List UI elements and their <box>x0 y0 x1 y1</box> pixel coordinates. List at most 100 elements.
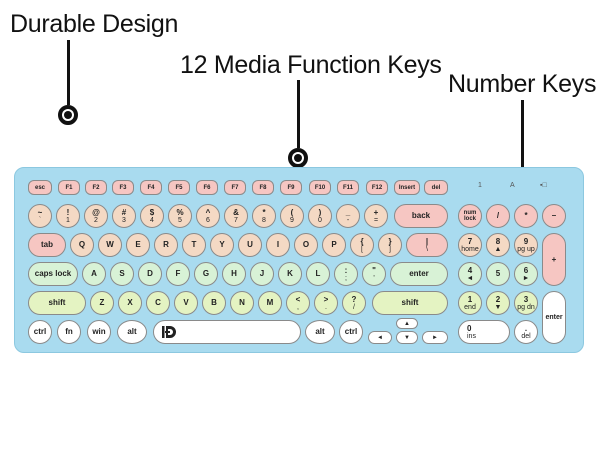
scroll-lock-indicator: ▪□ <box>540 182 547 189</box>
key-del[interactable]: del <box>424 180 448 195</box>
key-f5[interactable]: F5 <box>168 180 190 195</box>
key-e[interactable]: E <box>126 233 150 257</box>
key-1[interactable]: !1 <box>56 204 80 228</box>
key-f[interactable]: F <box>166 262 190 286</box>
key-j[interactable]: J <box>250 262 274 286</box>
key-l[interactable]: L <box>306 262 330 286</box>
key-s[interactable]: S <box>110 262 134 286</box>
key-tilde[interactable]: ~` <box>28 204 52 228</box>
key-minus[interactable]: _- <box>336 204 360 228</box>
key-o[interactable]: O <box>294 233 318 257</box>
key-z[interactable]: Z <box>90 291 114 315</box>
key-numpad-star[interactable]: * <box>514 204 538 228</box>
key-u[interactable]: U <box>238 233 262 257</box>
key-f7[interactable]: F7 <box>224 180 246 195</box>
key-fn[interactable]: fn <box>57 320 81 344</box>
key-caps-lock[interactable]: caps lock <box>28 262 78 286</box>
key-p[interactable]: P <box>322 233 346 257</box>
key-n[interactable]: N <box>230 291 254 315</box>
key-numpad-dot[interactable]: .del <box>514 320 538 344</box>
key-semicolon[interactable]: :; <box>334 262 358 286</box>
key-left-ctrl[interactable]: ctrl <box>28 320 52 344</box>
key-f3[interactable]: F3 <box>112 180 134 195</box>
key-period[interactable]: >. <box>314 291 338 315</box>
key-numpad-slash[interactable]: / <box>486 204 510 228</box>
key-numpad-6[interactable]: 6► <box>514 262 538 286</box>
key-d[interactable]: D <box>138 262 162 286</box>
key-arrow-left[interactable]: ◄ <box>368 331 392 344</box>
key-slash[interactable]: ?/ <box>342 291 366 315</box>
key-enter[interactable]: enter <box>390 262 448 286</box>
key-h[interactable]: H <box>222 262 246 286</box>
key-0[interactable]: )0 <box>308 204 332 228</box>
key-4[interactable]: $4 <box>140 204 164 228</box>
key-tab[interactable]: tab <box>28 233 66 257</box>
key-comma[interactable]: <, <box>286 291 310 315</box>
key-numpad-2[interactable]: 2▼ <box>486 291 510 315</box>
key-backslash[interactable]: |\ <box>406 233 448 257</box>
key-f2[interactable]: F2 <box>85 180 107 195</box>
key-f10[interactable]: F10 <box>309 180 331 195</box>
key-arrow-up[interactable]: ▲ <box>396 318 418 329</box>
key-f12[interactable]: F12 <box>366 180 388 195</box>
key-quote[interactable]: "' <box>362 262 386 286</box>
key-backspace[interactable]: back <box>394 204 448 228</box>
key-right-ctrl[interactable]: ctrl <box>339 320 363 344</box>
key-numpad-8[interactable]: 8▲ <box>486 233 510 257</box>
key-right-shift[interactable]: shift <box>372 291 448 315</box>
key-x[interactable]: X <box>118 291 142 315</box>
key-v[interactable]: V <box>174 291 198 315</box>
key-8[interactable]: *8 <box>252 204 276 228</box>
key-insert[interactable]: Insert <box>394 180 420 195</box>
key-left-bracket[interactable]: {[ <box>350 233 374 257</box>
key-space[interactable] <box>153 320 301 344</box>
key-f4[interactable]: F4 <box>140 180 162 195</box>
key-arrow-down[interactable]: ▼ <box>396 331 418 344</box>
keyboard: 1 A ▪□ esc F1 F2 F3 F4 F5 F6 F7 F8 F9 F1… <box>14 167 584 353</box>
key-3[interactable]: #3 <box>112 204 136 228</box>
key-f6[interactable]: F6 <box>196 180 218 195</box>
key-i[interactable]: I <box>266 233 290 257</box>
key-7[interactable]: &7 <box>224 204 248 228</box>
key-y[interactable]: Y <box>210 233 234 257</box>
key-a[interactable]: A <box>82 262 106 286</box>
key-right-bracket[interactable]: }] <box>378 233 402 257</box>
key-m[interactable]: M <box>258 291 282 315</box>
key-numpad-5[interactable]: 5 <box>486 262 510 286</box>
key-c[interactable]: C <box>146 291 170 315</box>
key-b[interactable]: B <box>202 291 226 315</box>
key-equals[interactable]: += <box>364 204 388 228</box>
key-5[interactable]: %5 <box>168 204 192 228</box>
key-9[interactable]: (9 <box>280 204 304 228</box>
key-t[interactable]: T <box>182 233 206 257</box>
key-esc[interactable]: esc <box>28 180 52 195</box>
key-6[interactable]: ^6 <box>196 204 220 228</box>
key-w[interactable]: W <box>98 233 122 257</box>
caps-lock-indicator: A <box>510 182 515 189</box>
key-arrow-right[interactable]: ► <box>422 331 448 344</box>
key-numpad-plus[interactable]: + <box>542 233 566 286</box>
callout-pointer-dot <box>58 105 78 125</box>
key-numpad-minus[interactable]: – <box>542 204 566 228</box>
key-f9[interactable]: F9 <box>280 180 302 195</box>
key-numpad-enter[interactable]: enter <box>542 291 566 344</box>
key-left-alt[interactable]: alt <box>117 320 147 344</box>
key-left-shift[interactable]: shift <box>28 291 86 315</box>
key-r[interactable]: R <box>154 233 178 257</box>
key-numpad-4[interactable]: 4◄ <box>458 262 482 286</box>
key-q[interactable]: Q <box>70 233 94 257</box>
key-2[interactable]: @2 <box>84 204 108 228</box>
key-f11[interactable]: F11 <box>337 180 359 195</box>
key-f8[interactable]: F8 <box>252 180 274 195</box>
key-k[interactable]: K <box>278 262 302 286</box>
key-f1[interactable]: F1 <box>58 180 80 195</box>
key-g[interactable]: G <box>194 262 218 286</box>
key-right-alt[interactable]: alt <box>305 320 335 344</box>
key-win[interactable]: win <box>87 320 111 344</box>
